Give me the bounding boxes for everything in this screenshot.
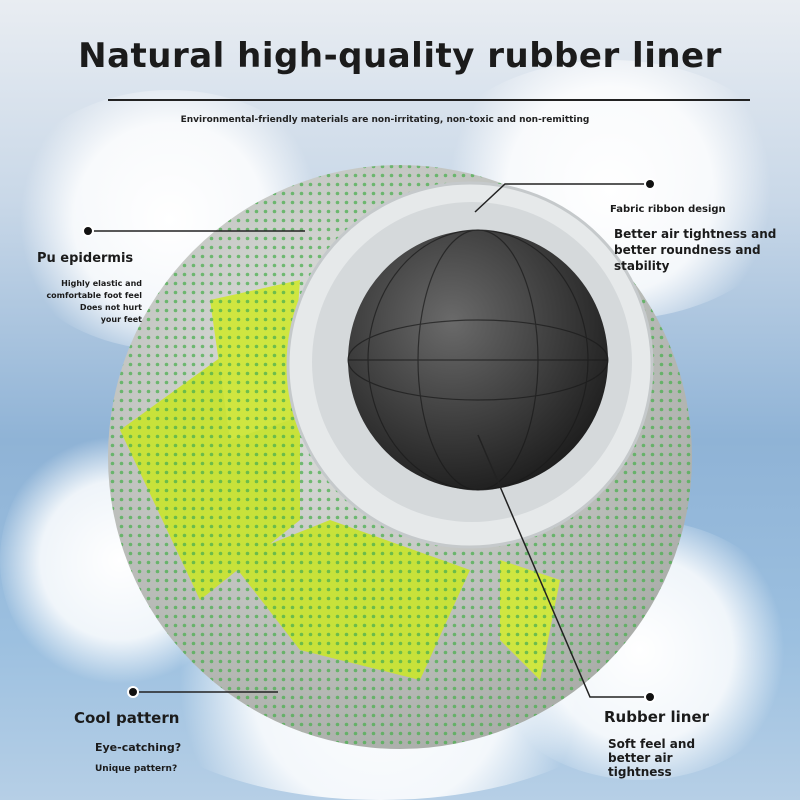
- pu-line: your feet: [100, 315, 142, 324]
- subtitle: Environmental-friendly materials are non…: [180, 115, 590, 125]
- fabric-description: Better air tightness and better roundnes…: [614, 226, 794, 274]
- cool-line: Unique pattern?: [95, 764, 178, 774]
- rubber-line: tightness: [608, 765, 672, 779]
- rubber-description: Soft feel and better air tightness: [608, 737, 695, 779]
- fabric-callout-line: [474, 183, 650, 213]
- page-title: Natural high-quality rubber liner: [78, 36, 722, 76]
- rubber-line: better air: [608, 751, 673, 765]
- cool-callout-dot: [127, 686, 139, 698]
- rubber-callout-dot: [644, 691, 656, 703]
- cool-line: Eye-catching?: [95, 741, 182, 754]
- fabric-line: Better air tightness and: [614, 227, 777, 241]
- pu-callout-dot: [82, 225, 94, 237]
- pu-line: Does not hurt: [79, 303, 142, 312]
- rubber-line: Soft feel and: [608, 737, 696, 751]
- rubber-title: Rubber liner: [604, 708, 710, 726]
- fabric-callout-dot: [644, 178, 656, 190]
- fabric-line: stability: [614, 259, 670, 273]
- rubber-callout-line: [477, 434, 650, 698]
- cool-description: Eye-catching? Unique pattern?: [95, 741, 181, 774]
- fabric-title: Fabric ribbon design: [610, 204, 726, 215]
- cool-title: Cool pattern: [74, 709, 180, 727]
- pu-title: Pu epidermis: [37, 251, 134, 266]
- pu-line: comfortable foot feel: [46, 291, 142, 300]
- pu-line: Highly elastic and: [61, 279, 142, 288]
- pu-description: Highly elastic and comfortable foot feel…: [30, 278, 142, 326]
- title-divider: [108, 99, 750, 101]
- fabric-line: better roundness and: [614, 243, 761, 257]
